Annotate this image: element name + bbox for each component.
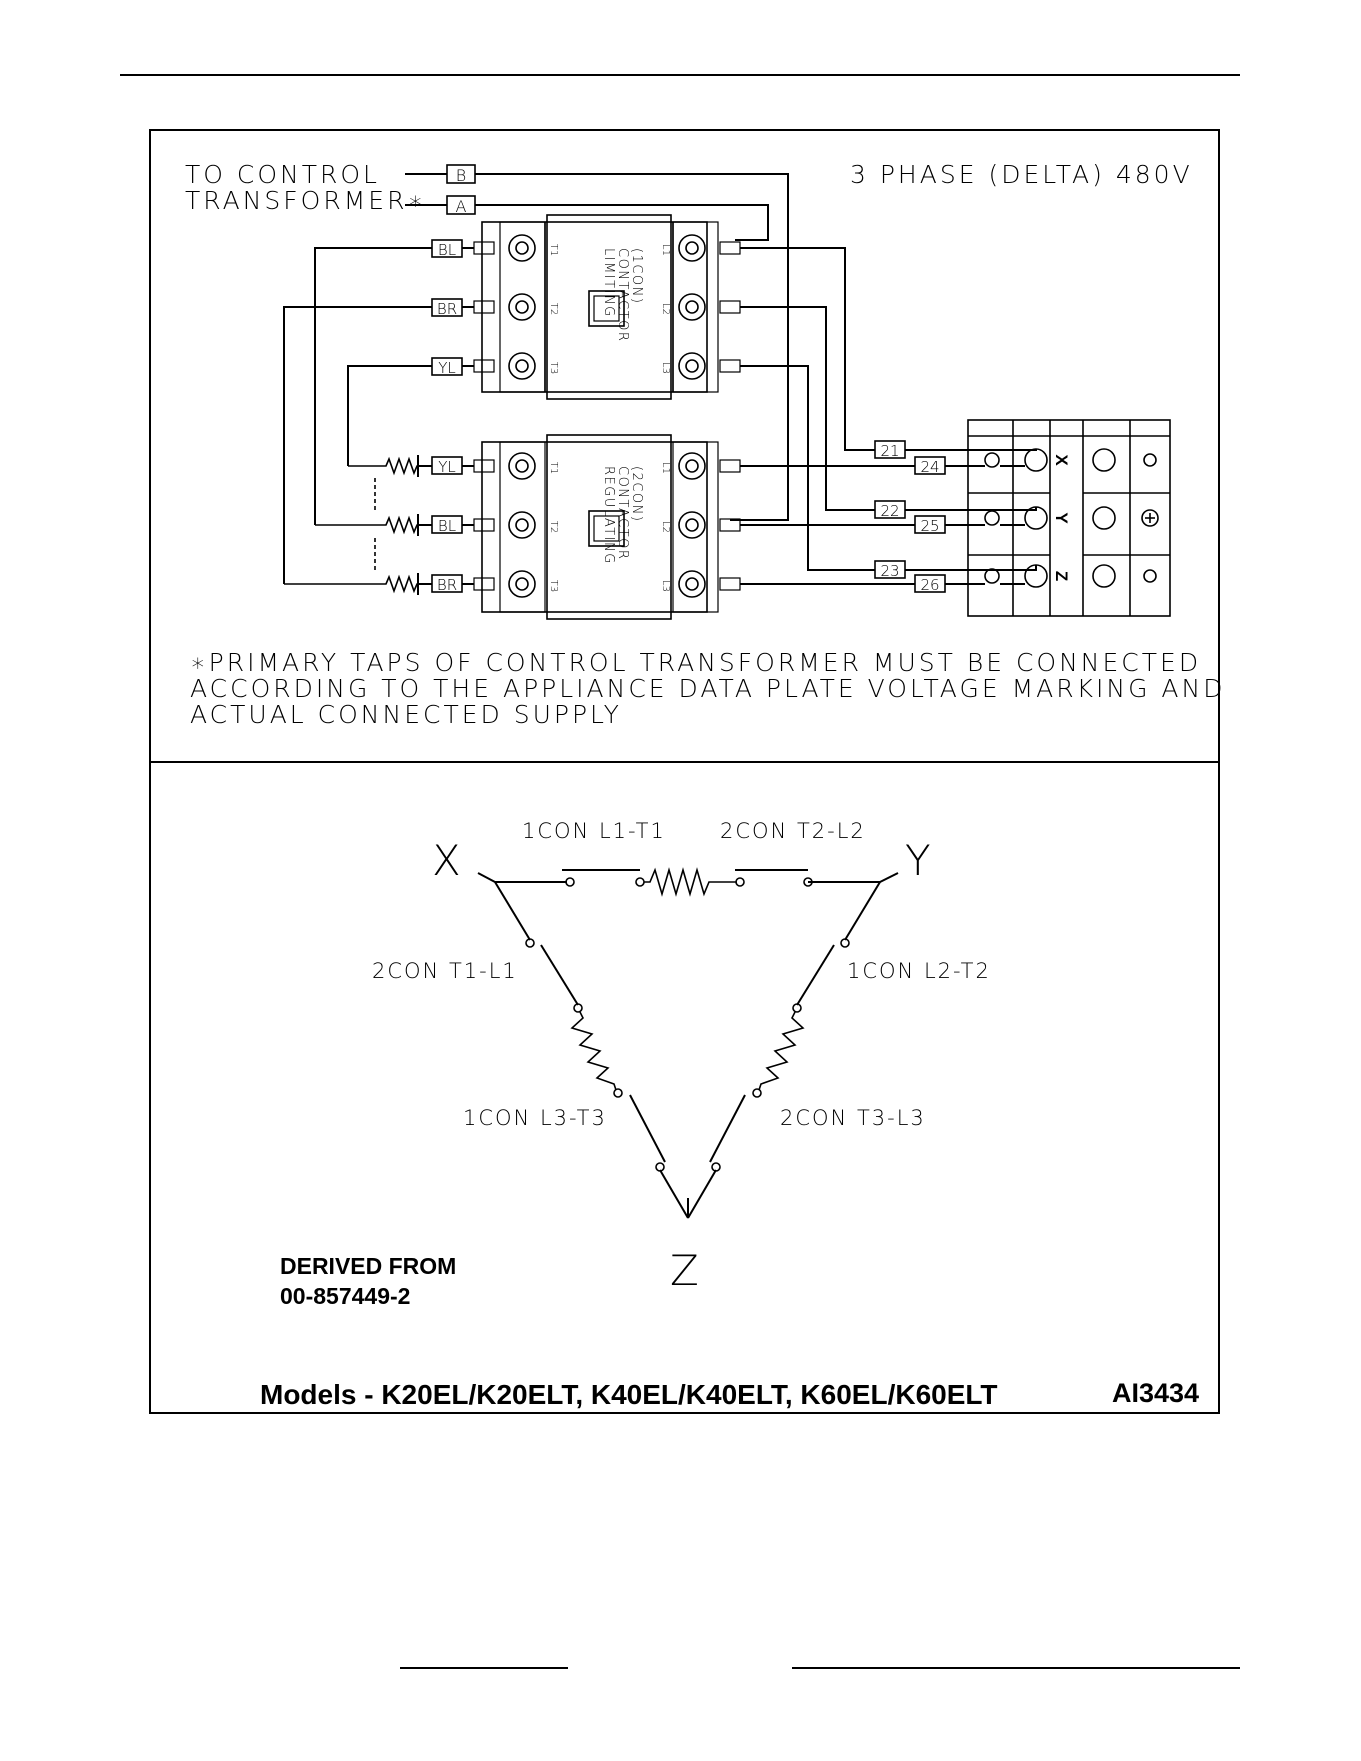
- derived-from-line-1: DERIVED FROM: [280, 1253, 456, 1279]
- svg-text:(2CON): (2CON): [629, 466, 644, 522]
- svg-text:T3: T3: [548, 362, 559, 374]
- svg-text:22: 22: [880, 502, 899, 520]
- svg-text:2CON T3-L3: 2CON T3-L3: [780, 1106, 926, 1130]
- terminal-block: X Y Z: [967, 419, 1171, 617]
- svg-text:LIMITING: LIMITING: [601, 248, 616, 318]
- svg-text:T3: T3: [548, 580, 559, 592]
- svg-text:Z: Z: [1052, 571, 1071, 581]
- svg-text:A: A: [456, 197, 467, 216]
- svg-text:YL: YL: [438, 458, 456, 476]
- note-line-3: ACTUAL CONNECTED SUPPLY: [190, 700, 622, 729]
- heater-elements: [284, 455, 432, 595]
- svg-text:T2: T2: [548, 303, 559, 315]
- svg-text:L3: L3: [660, 362, 671, 374]
- svg-text:BR: BR: [437, 300, 457, 318]
- svg-text:CONTACTOR: CONTACTOR: [615, 248, 630, 342]
- svg-text:2CON T1-L1: 2CON T1-L1: [372, 959, 518, 983]
- to-control-label-1: TO CONTROL: [185, 160, 380, 189]
- svg-text:L1: L1: [660, 462, 671, 474]
- drawing-code: AI3434: [1112, 1378, 1199, 1408]
- derived-from-line-2: 00-857449-2: [280, 1283, 410, 1309]
- svg-text:L3: L3: [660, 580, 671, 592]
- svg-text:1CON L3-T3: 1CON L3-T3: [463, 1106, 607, 1130]
- svg-text:CONTACTOR: CONTACTOR: [615, 466, 630, 560]
- svg-text:1CON L2-T2: 1CON L2-T2: [847, 959, 991, 983]
- limiting-contactor: LIMITING CONTACTOR (1CON): [481, 214, 719, 400]
- control-lead-a: A: [405, 195, 769, 241]
- note-line-2: ACCORDING TO THE APPLIANCE DATA PLATE VO…: [190, 674, 1225, 703]
- svg-text:Z: Z: [670, 1246, 699, 1295]
- svg-text:REGULATING: REGULATING: [601, 466, 616, 565]
- models-caption: Models - K20EL/K20ELT, K40EL/K40ELT, K60…: [260, 1379, 998, 1410]
- svg-text:Y: Y: [905, 836, 931, 885]
- limiting-wire-labels: BL BR YL: [431, 239, 474, 377]
- svg-text:BL: BL: [438, 517, 456, 535]
- svg-text:BL: BL: [438, 241, 456, 259]
- svg-text:21: 21: [880, 442, 899, 460]
- regulating-wire-labels: YL BL BR: [431, 456, 474, 594]
- svg-text:B: B: [456, 166, 466, 185]
- svg-text:1CON L1-T1: 1CON L1-T1: [522, 819, 666, 843]
- svg-text:L2: L2: [660, 521, 671, 533]
- svg-text:25: 25: [920, 517, 939, 535]
- svg-text:Y: Y: [1052, 512, 1071, 524]
- phase-wires: 21 24 22 25 23 26: [740, 247, 1037, 594]
- svg-text:2CON T2-L2: 2CON T2-L2: [720, 819, 866, 843]
- svg-text:23: 23: [880, 562, 899, 580]
- left-loop-wires: [283, 247, 432, 584]
- svg-text:T1: T1: [548, 244, 559, 256]
- svg-text:L1: L1: [660, 244, 671, 256]
- svg-text:T1: T1: [548, 462, 559, 474]
- svg-text:X: X: [432, 836, 461, 885]
- control-lead-b: B: [405, 164, 789, 521]
- supply-label: 3 PHASE (DELTA) 480V: [850, 160, 1193, 189]
- diagram-frame: [149, 129, 1220, 1414]
- limiting-contactor-terminals: T1 T2 T3 L1 L2 L3: [473, 234, 741, 380]
- to-control-label-2: TRANSFORMER∗: [185, 186, 426, 215]
- svg-text:X: X: [1052, 454, 1071, 466]
- svg-text:L2: L2: [660, 303, 671, 315]
- svg-text:24: 24: [920, 458, 939, 476]
- regulating-contactor: REGULATING CONTACTOR (2CON): [481, 434, 719, 620]
- note-line-1: ∗PRIMARY TAPS OF CONTROL TRANSFORMER MUS…: [190, 648, 1201, 677]
- svg-text:BR: BR: [437, 576, 457, 594]
- svg-text:26: 26: [920, 576, 939, 594]
- delta-schematic: X Y Z: [372, 819, 991, 1295]
- svg-text:T2: T2: [548, 521, 559, 533]
- svg-text:(1CON): (1CON): [629, 248, 644, 304]
- svg-text:YL: YL: [438, 359, 456, 377]
